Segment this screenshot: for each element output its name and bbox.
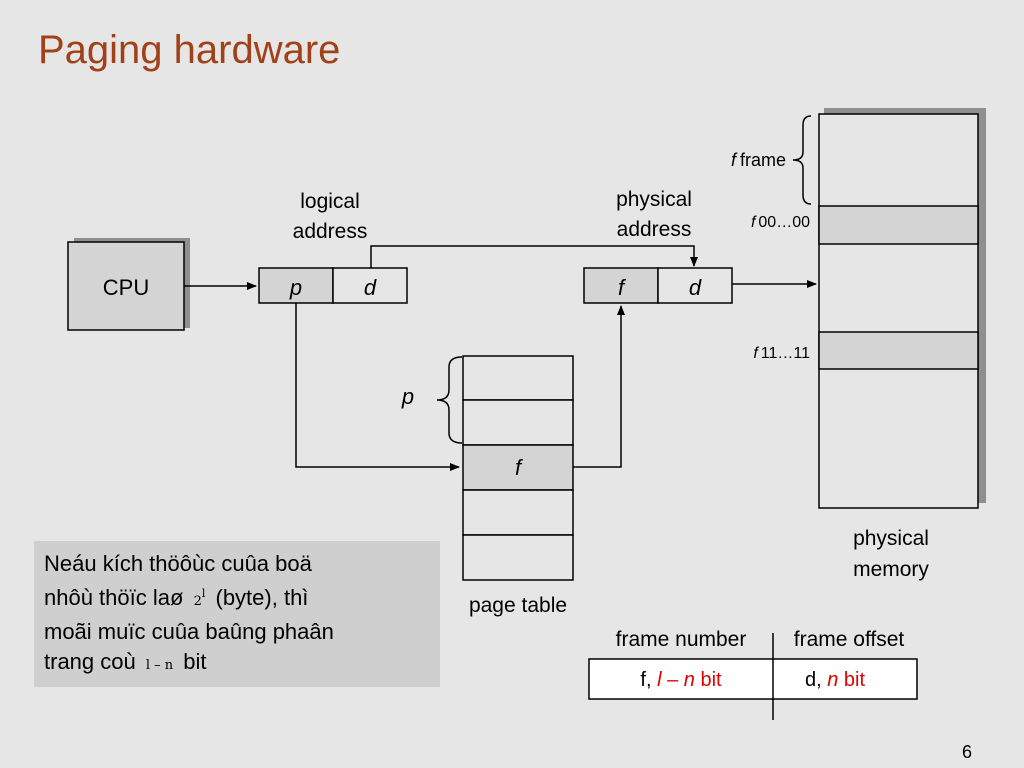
frame-brace — [792, 115, 812, 205]
note-line-4: trang coù l – n bit — [44, 649, 207, 674]
physical-address-label-line2: address — [617, 218, 692, 241]
note-line-3: moãi muïc cuûa baûng phaân — [44, 619, 334, 644]
frame-00-block — [818, 205, 979, 245]
entry-size-formula: l – n — [145, 658, 174, 673]
note-line-1: Neáu kích thöôùc cuûa boä — [44, 551, 312, 576]
cpu-box: CPU — [67, 238, 190, 331]
page-table-brace-label: p — [401, 384, 414, 409]
memory-size-formula: 2l — [193, 587, 206, 609]
logical-address-label-line2: address — [293, 220, 368, 243]
cpu-label: CPU — [103, 275, 149, 300]
frame-number-cell: f, l – n bit — [640, 669, 722, 691]
page-table-brace — [436, 356, 463, 444]
physical-memory-label-line1: physical — [853, 527, 929, 550]
note-box: Neáu kích thöôùc cuûa boä nhôù thöïc laø… — [34, 541, 440, 687]
slide-title: Paging hardware — [38, 28, 341, 72]
page-number-to-table-arrow — [295, 303, 460, 471]
page-table-entry-f — [462, 444, 574, 491]
address-format-table: frame number frame offset f, l – n bit d… — [588, 628, 918, 720]
logical-d-field: d — [364, 275, 377, 300]
logical-address-label-line1: logical — [300, 190, 360, 213]
frame-offset-cell: d, n bit — [805, 669, 865, 691]
frame-number-arrow — [573, 305, 625, 468]
physical-d-field: d — [689, 275, 702, 300]
page-table-label: page table — [469, 594, 567, 617]
note-line-2: nhôù thöïc laø 2l (byte), thì — [44, 585, 309, 610]
frame-number-bits: l – n — [657, 669, 695, 691]
physical-memory — [818, 108, 986, 509]
slide-number: 6 — [962, 742, 973, 762]
physical-address-label-line1: physical — [616, 188, 692, 211]
logical-address-box: p d — [258, 267, 408, 304]
physical-address-box: f d — [583, 267, 733, 304]
frame-number-header: frame number — [616, 628, 747, 651]
frame-offset-bits: n — [827, 669, 838, 691]
physical-memory-label-line2: memory — [853, 558, 929, 581]
logical-p-field: p — [289, 275, 302, 300]
offset-copy-arrow — [370, 245, 698, 268]
physical-f-field: f — [618, 275, 627, 300]
frame-11-block — [818, 331, 979, 370]
frame-offset-header: frame offset — [794, 628, 905, 651]
page-table: f — [462, 355, 574, 581]
page-table-entry-label: f — [515, 455, 524, 480]
